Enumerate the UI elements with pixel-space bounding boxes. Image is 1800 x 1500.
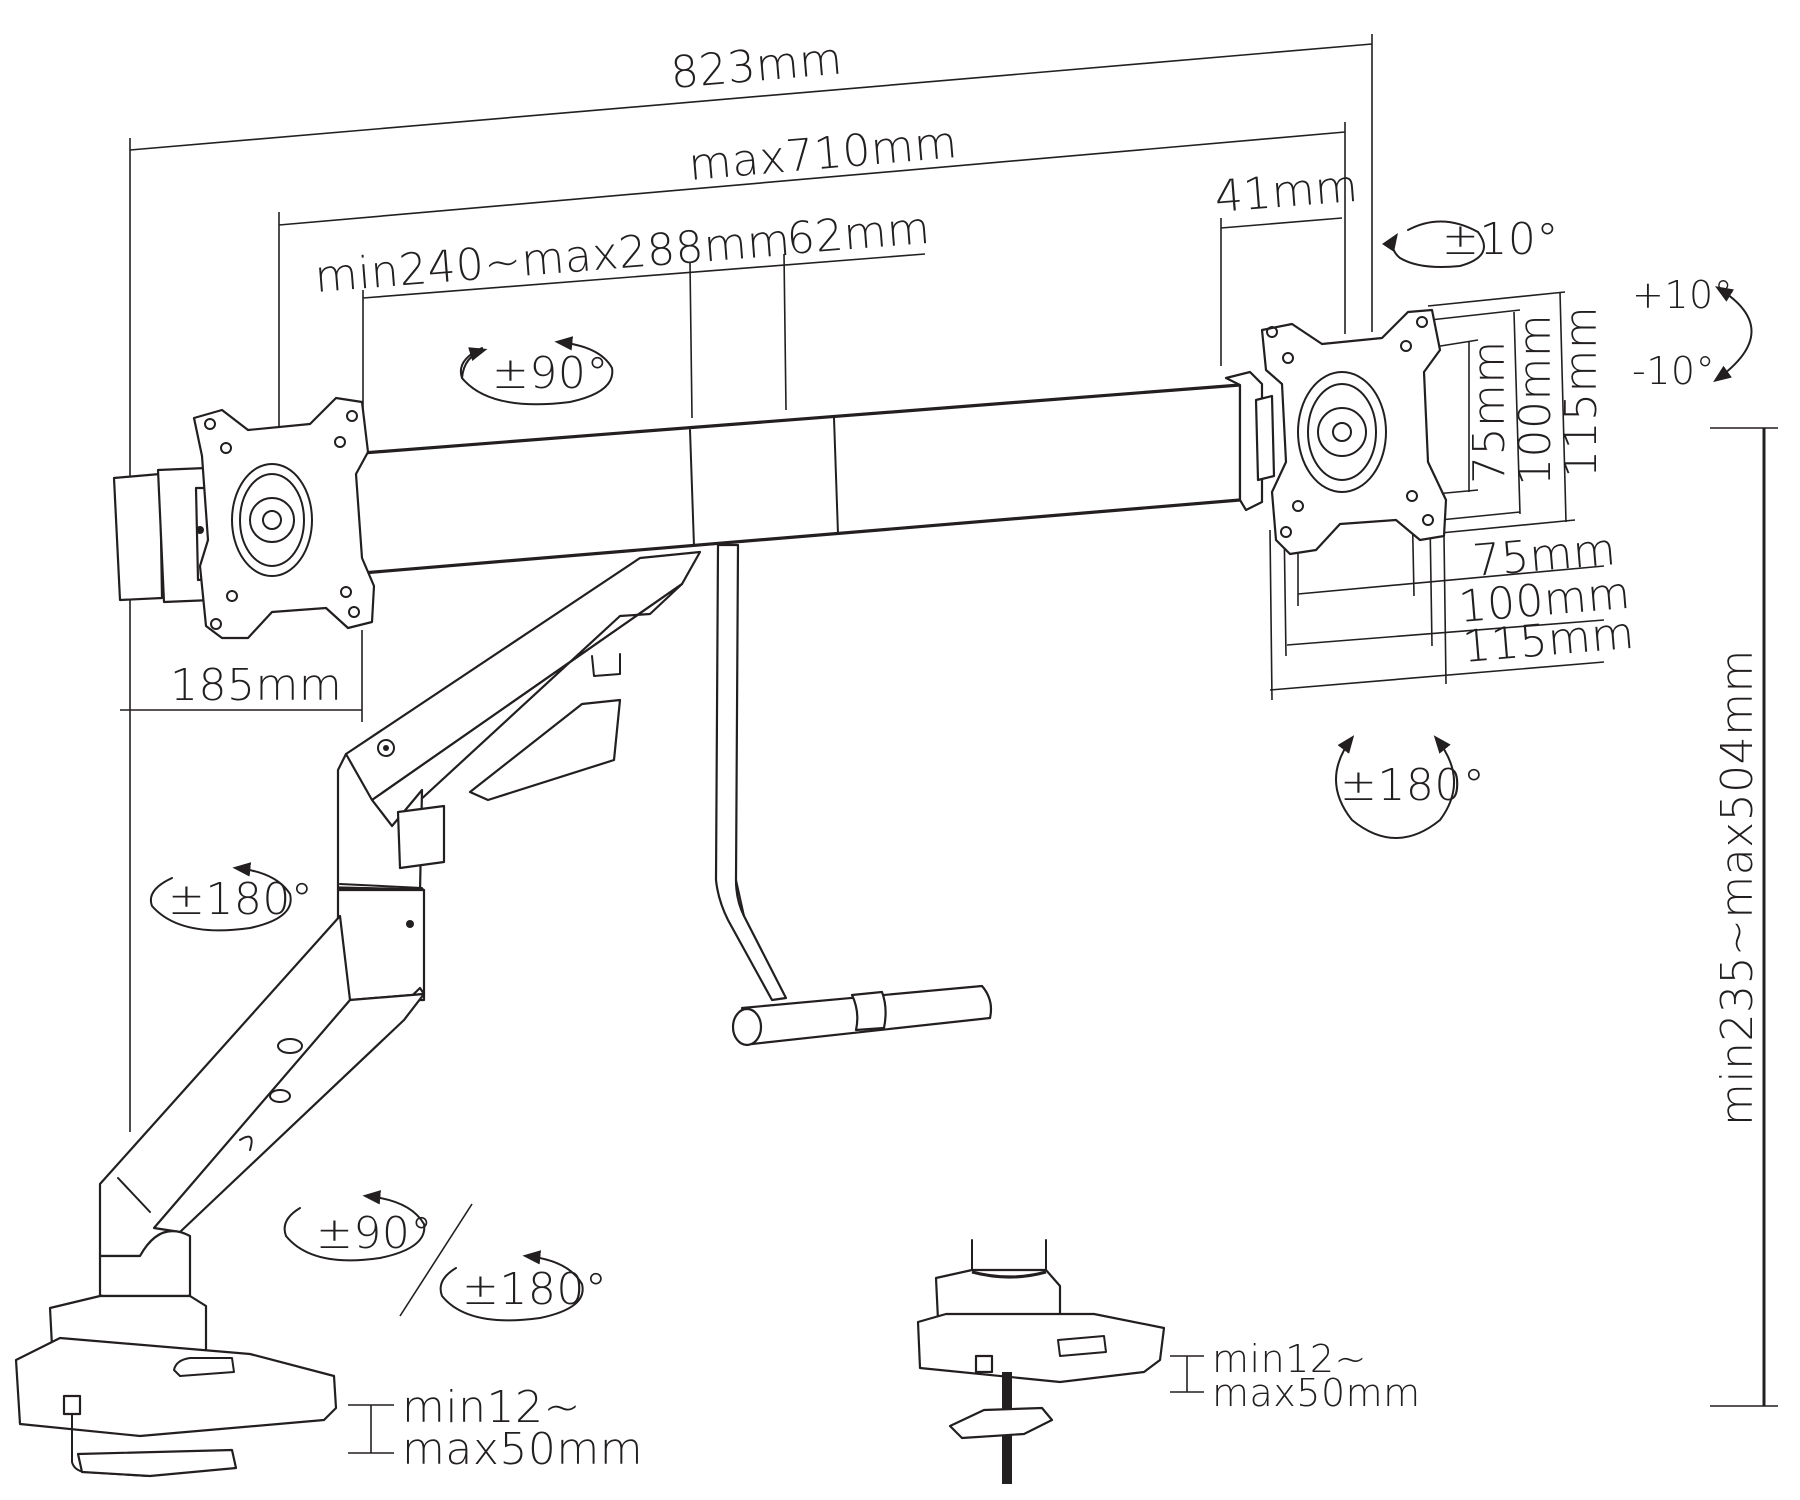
base-swivel-90-symbol	[283, 1190, 426, 1262]
label-crossbar-swivel: ±90°	[492, 348, 609, 399]
vesa-v100-line	[1513, 311, 1521, 515]
label-vesa-horizontal-75: 75mm	[1471, 524, 1618, 587]
upper-arm	[336, 550, 702, 894]
label-grommet-thickness-1: min12~	[1212, 1337, 1367, 1381]
vesa-h115-line	[1269, 661, 1605, 691]
label-vesa-vertical-100: 100mm	[1510, 314, 1561, 486]
label-center-block: 62mm	[785, 203, 932, 265]
tilt-symbol	[1713, 286, 1753, 383]
base-swivel-180-symbol	[439, 1250, 584, 1322]
vesa-h115-right	[1443, 535, 1447, 685]
vesa-v115-top	[1427, 291, 1566, 307]
right-vesa-mount	[1260, 308, 1448, 556]
vesa-h115-left	[1269, 529, 1273, 701]
separator-slash	[399, 1203, 473, 1317]
label-overall-width: 823mm	[669, 33, 845, 99]
label-screen-rotation: ±180°	[1340, 760, 1485, 811]
handle-bar	[714, 543, 993, 1047]
head-swivel-symbol	[1382, 220, 1485, 268]
vesa-h75-line	[1297, 565, 1605, 595]
vesa-v100-top	[1429, 309, 1521, 321]
label-tilt-up: +10°	[1632, 273, 1733, 317]
dimension-lines	[120, 34, 1778, 1454]
clamp-thickness-bracket-right	[1170, 1355, 1204, 1393]
label-clamp-thickness-left-1: min12~	[402, 1382, 581, 1433]
label-grommet-thickness-2: max50mm	[1212, 1371, 1421, 1415]
vesa-v115-bottom	[1429, 519, 1576, 535]
vesa-v115-line	[1559, 291, 1567, 523]
vesa-h100-right	[1429, 519, 1433, 647]
label-vesa-vertical-115: 115mm	[1556, 306, 1607, 478]
dim-62-right-ext	[783, 253, 787, 411]
label-arm-extension: min240~max288mm	[313, 215, 792, 303]
dim-overall-width-line	[129, 43, 1373, 151]
clamp-thickness-bracket-left	[348, 1404, 394, 1454]
dim-arm-right-ext	[689, 262, 693, 419]
label-max-span: max710mm	[687, 117, 960, 191]
label-head-swivel: ±10°	[1442, 214, 1559, 265]
label-base-swivel-b: ±180°	[462, 1264, 607, 1315]
left-vesa-mount	[112, 396, 376, 640]
desk-clamp	[14, 1230, 338, 1478]
label-left-edge-to-vesa: 185mm	[170, 660, 342, 711]
label-tilt-down: -10°	[1632, 349, 1715, 393]
elbow-joint	[336, 888, 426, 1002]
screen-rotation-symbol	[1335, 735, 1455, 839]
label-end-cap-offset: 41mm	[1213, 161, 1360, 223]
dim-arm-line	[362, 253, 926, 299]
label-clamp-thickness-left-2: max50mm	[402, 1424, 643, 1475]
arm-illustration	[14, 308, 1448, 1484]
dim-span-line	[278, 131, 1346, 226]
label-height-range: min235~max504mm	[1712, 649, 1763, 1126]
rotation-symbols	[150, 220, 1753, 1322]
elbow-swivel-symbol	[150, 862, 292, 932]
label-base-swivel-a: ±90°	[316, 1208, 433, 1259]
label-elbow-swivel: ±180°	[168, 874, 313, 925]
label-vesa-vertical-75: 75mm	[1464, 340, 1515, 484]
crossbar	[348, 370, 1276, 576]
dim-41-line	[1220, 217, 1343, 229]
grommet-mount	[916, 1239, 1166, 1484]
lower-arm	[98, 914, 426, 1258]
crossbar-swivel-symbol	[460, 336, 614, 406]
